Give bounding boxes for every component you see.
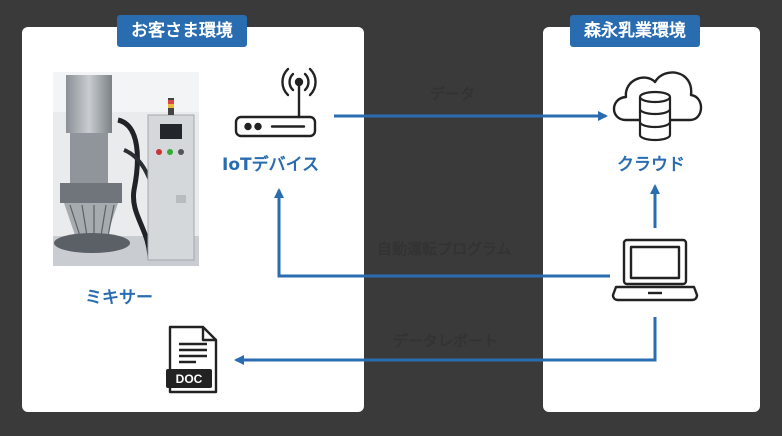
customer-environment-title: お客さま環境 (117, 15, 247, 47)
iot-device-label: IoTデバイス (222, 155, 320, 175)
arrow-report-to-doc (234, 317, 657, 365)
flow-program-label: 自動運転プログラム (377, 240, 512, 258)
arrow-program-to-iot (274, 188, 610, 278)
router-icon (234, 67, 317, 138)
document-icon: DOC (166, 325, 218, 394)
document-icon-text: DOC (176, 372, 203, 386)
database-icon (638, 90, 672, 142)
cloud-label: クラウド (617, 155, 685, 175)
morinaga-environment-title: 森永乳業環境 (570, 15, 700, 47)
flow-report-label: データレポート (393, 332, 499, 350)
mixer-label: ミキサー (85, 288, 153, 308)
laptop-icon (611, 238, 699, 302)
flow-data-label: データ (430, 85, 476, 103)
cloud-icon (612, 71, 703, 122)
mixer-image (53, 72, 199, 266)
